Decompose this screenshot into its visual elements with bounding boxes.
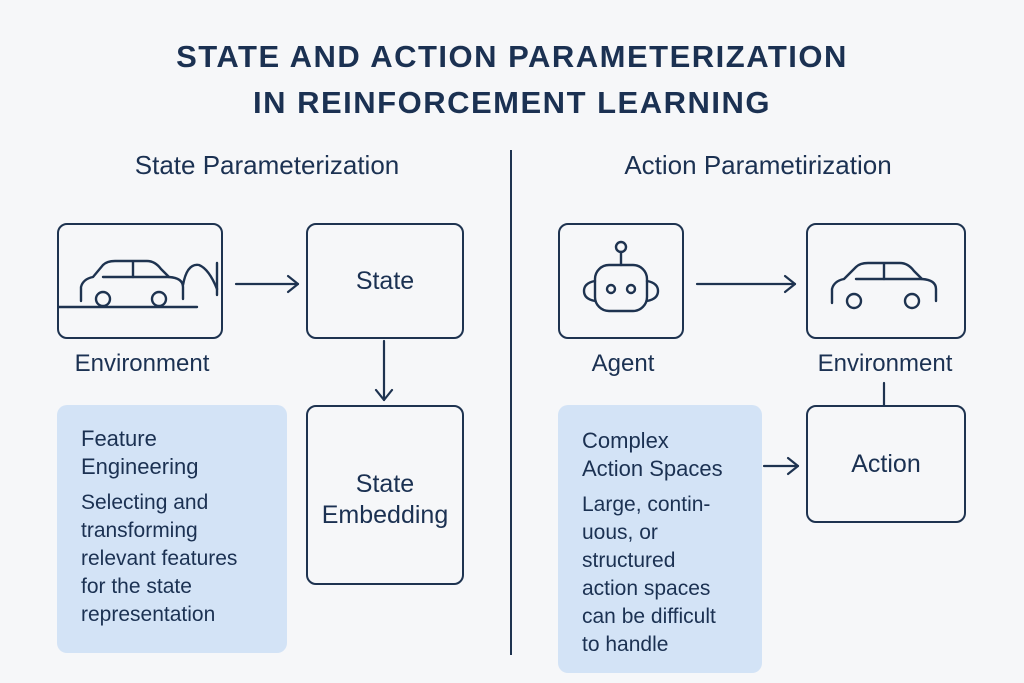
note-body-line: Selecting and bbox=[81, 491, 209, 514]
environment-icon-box-right bbox=[806, 223, 966, 339]
car-on-road-icon bbox=[59, 259, 219, 309]
title-line-1: STATE AND ACTION PARAMETERIZATION bbox=[176, 39, 848, 74]
note-body-line: transforming bbox=[81, 519, 198, 542]
environment-label-right: Environment bbox=[817, 350, 953, 377]
note-heading-line: Engineering bbox=[81, 454, 199, 479]
complex-action-spaces-body: Large, contin- uous, or structured actio… bbox=[582, 491, 738, 659]
note-heading-line: Action Spaces bbox=[582, 456, 723, 481]
car-icon bbox=[830, 261, 938, 310]
feature-engineering-body: Selecting and transforming relevant feat… bbox=[81, 489, 263, 629]
state-box: State bbox=[306, 223, 464, 339]
feature-engineering-heading: Feature Engineering bbox=[81, 425, 263, 481]
action-section-heading: Action Parametirization bbox=[624, 150, 892, 180]
feature-engineering-note: Feature Engineering Selecting and transf… bbox=[57, 405, 287, 653]
title-line-2: IN REINFORCEMENT LEARNING bbox=[253, 85, 771, 120]
section-divider bbox=[510, 150, 512, 655]
arrow-environment-to-state bbox=[234, 274, 300, 294]
environment-label-left: Environment bbox=[74, 350, 210, 377]
environment-icon-box bbox=[57, 223, 223, 339]
state-section-heading: State Parameterization bbox=[134, 150, 400, 180]
agent-label: Agent bbox=[591, 350, 655, 377]
action-box: Action bbox=[806, 405, 966, 523]
arrow-state-to-embedding bbox=[374, 339, 394, 402]
note-body-line: relevant features bbox=[81, 547, 238, 570]
note-heading-line: Complex bbox=[582, 428, 669, 453]
note-body-line: can be difficult bbox=[582, 605, 716, 628]
arrow-agent-to-environment bbox=[695, 274, 797, 294]
note-body-line: for the state bbox=[81, 575, 192, 598]
note-heading-line: Feature bbox=[81, 426, 157, 451]
complex-action-spaces-note: Complex Action Spaces Large, contin- uou… bbox=[558, 405, 762, 673]
agent-icon-box bbox=[558, 223, 684, 339]
note-body-line: Large, contin- bbox=[582, 493, 711, 516]
diagram-title: STATE AND ACTION PARAMETERIZATION IN REI… bbox=[0, 34, 1024, 126]
state-embedding-line-1: State bbox=[355, 470, 415, 498]
robot-head-icon bbox=[582, 240, 660, 313]
note-body-line: structured bbox=[582, 549, 676, 572]
note-body-line: representation bbox=[81, 603, 216, 626]
state-embedding-line-2: Embedding bbox=[321, 501, 449, 529]
complex-action-spaces-heading: Complex Action Spaces bbox=[582, 427, 738, 483]
state-embedding-box: State Embedding bbox=[306, 405, 464, 585]
arrow-note-to-action bbox=[762, 456, 800, 476]
note-body-line: to handle bbox=[582, 633, 669, 656]
note-body-line: action spaces bbox=[582, 577, 711, 600]
note-body-line: uous, or bbox=[582, 521, 658, 544]
